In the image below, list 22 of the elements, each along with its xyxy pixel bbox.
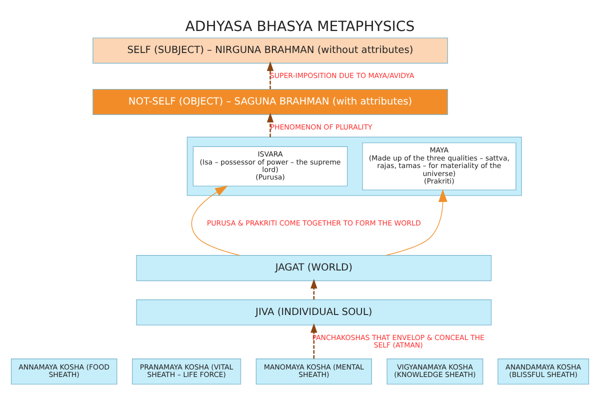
node-box: ANNAMAYA KOSHA (FOOD SHEATH) — [10, 358, 118, 384]
arrow — [386, 188, 448, 256]
node-box: PRANAMAYA KOSHA (VITAL SHEATH – LIFE FORCE) — [132, 358, 242, 384]
node-box: MANOMAYA KOSHA (MENTAL SHEATH) — [256, 358, 372, 384]
arrow — [310, 278, 318, 299]
node-box: JIVA (INDIVIDUAL SOUL) — [136, 298, 492, 325]
arrow — [310, 322, 318, 358]
node-box: JAGAT (WORLD) — [136, 254, 492, 281]
node-box: NOT-SELF (OBJECT) – SAGUNA BRAHMAN (with attributes) — [92, 88, 448, 114]
arrow — [266, 60, 274, 89]
edge-label: SUPER-IMPOSITION DUE TO MAYA/AVIDYA — [270, 70, 414, 80]
arrow — [191, 185, 240, 256]
diagram-title: ADHYASA BHASYA METAPHYSICS — [185, 18, 415, 34]
edge-label: PANCHAKOSHAS THAT ENVELOP & CONCEAL THE SELF (ATMAN) — [312, 332, 484, 350]
node-box: ANANDAMAYA KOSHA (BLISSFUL SHEATH) — [498, 358, 590, 384]
label: PURUSA & PRAKRITI COME TOGETHER TO FORM THE WORLD — [206, 218, 421, 227]
node-box: VIGYANAMAYA KOSHA (KNOWLEDGE SHEATH) — [386, 358, 484, 384]
node-box: MAYA (Made up of the three qualities – sattva, rajas, tamas – for materiality of the universe) (Prakriti) — [362, 142, 516, 190]
node-box: ISVARA (Isa – possessor of power – the supreme lord) (Purusa) — [192, 146, 348, 186]
arrow — [266, 112, 274, 137]
node-box: SELF (SUBJECT) – NIRGUNA BRAHMAN (without attributes) — [92, 37, 448, 64]
edge-label: PHENOMENON OF PLURALITY — [270, 122, 372, 131]
